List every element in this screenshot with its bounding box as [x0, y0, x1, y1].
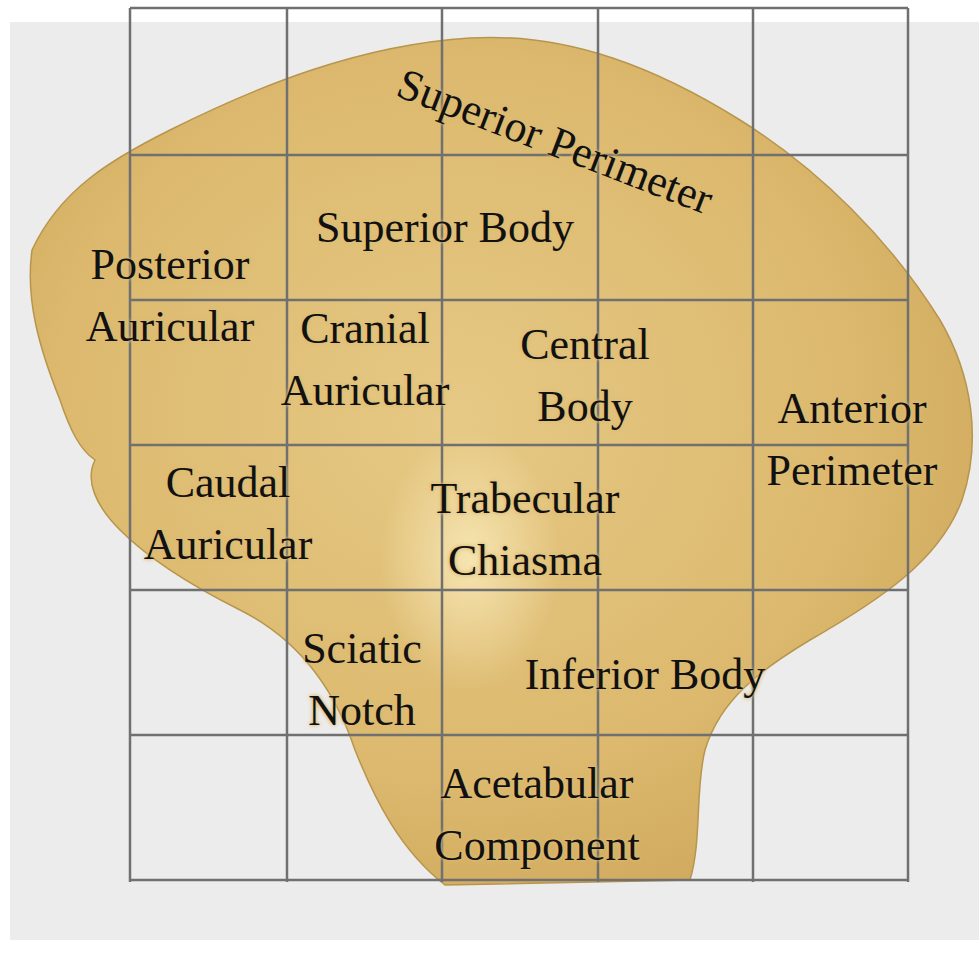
- region-label: Anterior Perimeter: [737, 378, 967, 502]
- grid: [130, 8, 908, 882]
- ilium-bone: [30, 37, 972, 885]
- region-label: Caudal Auricular: [118, 452, 338, 576]
- region-label: Superior Body: [265, 197, 625, 259]
- region-label: Trabecular Chiasma: [400, 468, 650, 592]
- region-label: Acetabular Component: [397, 753, 677, 877]
- region-label: Sciatic Notch: [277, 618, 447, 742]
- region-label: Posterior Auricular: [55, 234, 285, 358]
- region-label: Central Body: [495, 314, 675, 438]
- region-label: Inferior Body: [485, 644, 805, 706]
- backdrop: [10, 22, 979, 940]
- region-label: Cranial Auricular: [255, 298, 475, 422]
